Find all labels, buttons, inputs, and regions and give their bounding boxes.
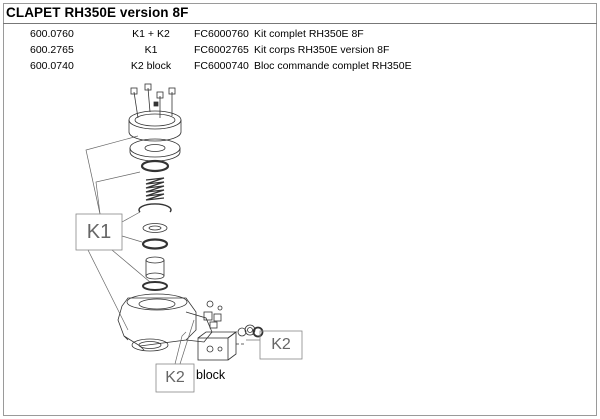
document-frame	[3, 3, 597, 416]
bottom-gasket	[131, 338, 169, 352]
part-kit: K2 block	[130, 60, 172, 72]
part-code: FC6000740	[194, 60, 249, 72]
top-cap	[128, 110, 182, 142]
part-kit: K1 + K2	[132, 28, 170, 40]
label-k2-bottom: K2	[165, 369, 185, 386]
part-code: FC6002765	[194, 44, 249, 56]
washer	[142, 223, 168, 233]
spring	[145, 177, 165, 201]
table-row: 600.2765 K1 FC6002765 Kit corps RH350E v…	[30, 42, 412, 58]
table-row: 600.0760 K1 + K2 FC6000760 Kit complet R…	[30, 26, 412, 42]
seal-ring	[140, 159, 170, 173]
cartridge	[237, 324, 264, 338]
part-ref: 600.2765	[30, 44, 74, 56]
label-boxes	[75, 213, 303, 393]
part-kit: K1	[144, 44, 158, 56]
control-block	[197, 331, 246, 361]
part-description: Kit corps RH350E version 8F	[254, 44, 390, 56]
part-description: Bloc commande complet RH350E	[254, 60, 412, 72]
label-block: block	[196, 368, 226, 382]
k2-leader-lines	[174, 319, 260, 365]
lower-ring	[142, 281, 168, 291]
part-description: Kit complet RH350E 8F	[254, 28, 364, 40]
o-ring	[141, 238, 169, 250]
part-ref: 600.0760	[30, 28, 74, 40]
piston	[145, 256, 165, 280]
parts-table: 600.0760 K1 + K2 FC6000760 Kit complet R…	[30, 26, 412, 74]
label-k2-right: K2	[271, 336, 291, 353]
diaphragm	[129, 138, 181, 162]
document-title: CLAPET RH350E version 8F	[6, 5, 189, 20]
fittings	[203, 300, 223, 329]
circlip	[138, 203, 172, 213]
title-divider	[3, 23, 597, 24]
k1-leader-lines	[85, 135, 151, 331]
label-k1: K1	[86, 221, 112, 243]
table-row: 600.0740 K2 block FC6000740 Bloc command…	[30, 58, 412, 74]
part-code: FC6000760	[194, 28, 249, 40]
part-ref: 600.0740	[30, 60, 74, 72]
